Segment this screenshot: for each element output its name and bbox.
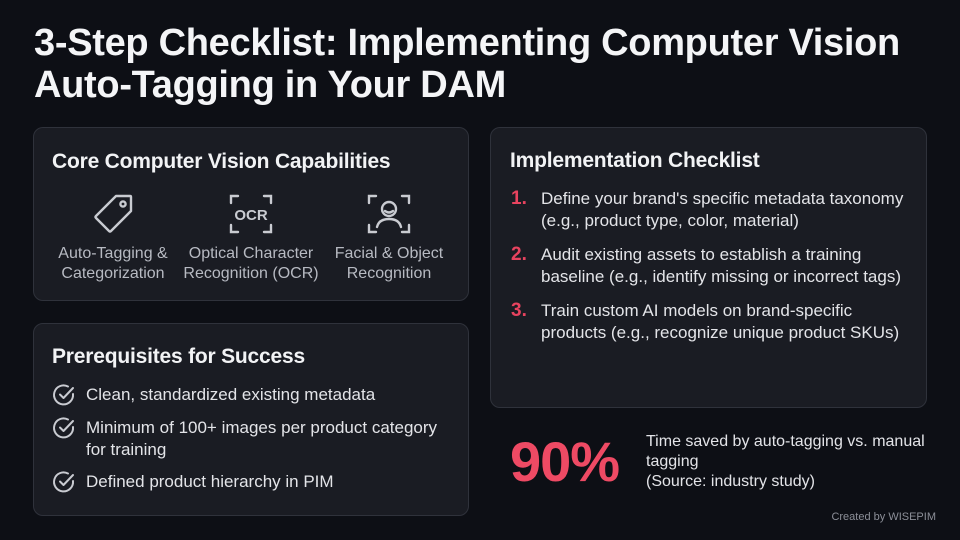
step-item: 1. Define your brand's specific metadata… [511, 188, 914, 232]
prerequisite-text: Minimum of 100+ images per product categ… [86, 418, 438, 459]
step-text: Define your brand's specific metadata ta… [541, 189, 904, 230]
prerequisites-list: Clean, standardized existing metadata Mi… [52, 384, 454, 504]
capability-label: Auto-Tagging & Categorization [58, 245, 168, 282]
stat-description-block: Time saved by auto-tagging vs. manual ta… [646, 432, 936, 492]
check-circle-icon [52, 470, 76, 494]
capability-label: Optical Character Recognition (OCR) [183, 245, 319, 282]
implementation-steps: 1. Define your brand's specific metadata… [511, 188, 914, 356]
capabilities-list: Auto-Tagging & Categorization OCR Optica… [44, 188, 458, 284]
list-item: Defined product hierarchy in PIM [52, 471, 454, 494]
implementation-card: Implementation Checklist 1. Define your … [490, 127, 927, 408]
step-number: 2. [511, 244, 527, 265]
check-circle-icon [52, 416, 76, 440]
step-text: Train custom AI models on brand-specific… [541, 301, 900, 342]
capability-ocr: OCR Optical Character Recognition (OCR) [182, 188, 320, 284]
step-text: Audit existing assets to establish a tra… [541, 245, 901, 286]
stat-description: Time saved by auto-tagging vs. manual ta… [646, 433, 925, 470]
capability-label: Facial & Object Recognition [334, 245, 444, 282]
stat-source: (Source: industry study) [646, 473, 815, 490]
face-scan-icon [363, 188, 415, 240]
stat-value: 90% [510, 430, 620, 493]
credit-text: Created by WISEPIM [831, 511, 936, 523]
capabilities-card: Core Computer Vision Capabilities Auto-T… [33, 127, 469, 301]
ocr-scan-icon: OCR [225, 188, 277, 240]
step-number: 1. [511, 188, 527, 209]
prerequisites-card: Prerequisites for Success Clean, standar… [33, 323, 469, 516]
step-number: 3. [511, 300, 527, 321]
list-item: Minimum of 100+ images per product categ… [52, 417, 454, 461]
prerequisite-text: Clean, standardized existing metadata [86, 385, 376, 404]
capabilities-heading: Core Computer Vision Capabilities [52, 150, 391, 173]
step-item: 3. Train custom AI models on brand-speci… [511, 300, 914, 344]
page-title: 3-Step Checklist: Implementing Computer … [34, 22, 900, 106]
prerequisite-text: Defined product hierarchy in PIM [86, 472, 334, 491]
check-circle-icon [52, 383, 76, 407]
svg-text:OCR: OCR [234, 207, 268, 224]
tag-icon [87, 188, 139, 240]
capability-facial-recognition: Facial & Object Recognition [320, 188, 458, 284]
implementation-heading: Implementation Checklist [510, 149, 760, 172]
prerequisites-heading: Prerequisites for Success [52, 345, 305, 368]
capability-auto-tagging: Auto-Tagging & Categorization [44, 188, 182, 284]
list-item: Clean, standardized existing metadata [52, 384, 454, 407]
step-item: 2. Audit existing assets to establish a … [511, 244, 914, 288]
